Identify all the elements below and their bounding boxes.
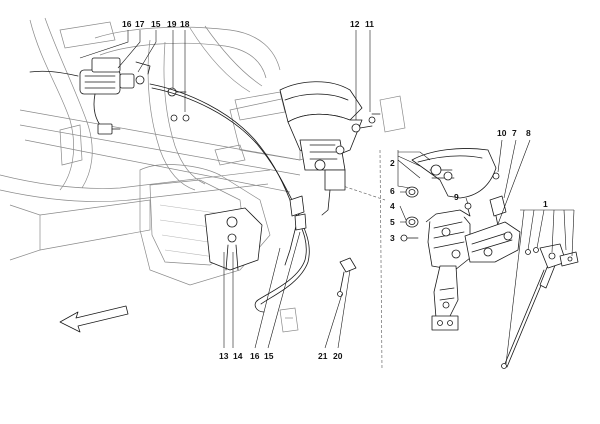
callout-3: 3 [390,233,395,243]
callout-2: 2 [390,158,395,168]
cover-assembly [405,148,507,227]
hinge-mechanism [400,209,521,331]
callout-12: 12 [350,19,360,29]
callout-17: 17 [135,19,145,29]
assembly-separator-line-2 [339,184,386,201]
ghost-body-structure [0,17,406,333]
assembly-separator-line [379,149,383,371]
callout-1: 1 [543,199,548,209]
callout-15-top: 15 [151,19,161,29]
callout-16-bottom: 16 [250,351,260,361]
callout-20: 20 [333,351,343,361]
callout-6: 6 [390,186,395,196]
callout-11: 11 [365,19,374,29]
callout-19: 19 [167,19,177,29]
callout-8: 8 [526,128,531,138]
actuator-motor [29,57,151,135]
clip-20-21 [337,257,357,297]
gas-strut-assembly [501,243,579,369]
callout-13: 13 [219,351,229,361]
callout-7: 7 [512,128,517,138]
callout-21: 21 [318,351,328,361]
fastener-18-19 [167,87,190,122]
callout-18: 18 [180,19,190,29]
front-direction-arrow [59,305,129,333]
lower-lever-bracket [204,207,263,271]
callout-10: 10 [497,128,507,138]
callout-5: 5 [390,217,395,227]
roof-latch-assembly [279,81,381,231]
callout-15-bottom: 15 [264,351,274,361]
callout-14: 14 [233,351,243,361]
callout-16-top: 16 [122,19,132,29]
callout-4: 4 [390,201,395,211]
leader-lines [79,30,575,365]
callout-labels: 16 17 15 19 18 12 11 10 7 8 2 6 9 4 5 3 … [122,19,548,361]
callout-9: 9 [454,192,459,202]
